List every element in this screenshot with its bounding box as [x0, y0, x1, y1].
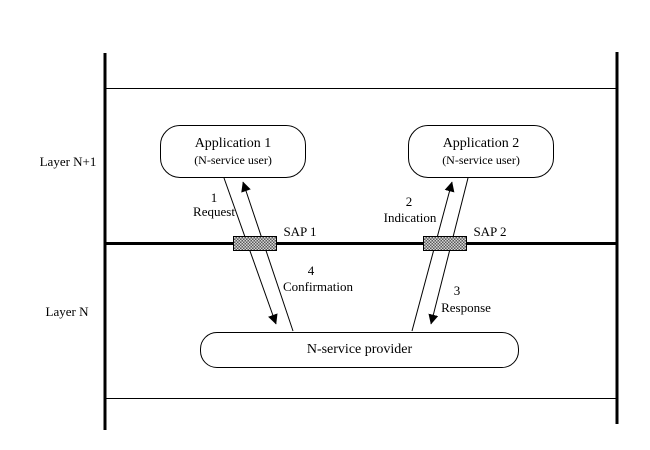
response-label: Response	[441, 300, 491, 315]
request-arrow	[223, 177, 278, 325]
sap1-label: SAP 1	[283, 224, 317, 239]
sap2-access-point	[423, 236, 467, 251]
confirmation-arrow	[241, 181, 294, 332]
layer-n-label: Layer N	[45, 304, 89, 319]
application-2-subtitle: (N-service user)	[442, 152, 520, 167]
application-1-subtitle: (N-service user)	[194, 152, 272, 167]
application-2-box: Application 2 (N-service user)	[408, 125, 554, 178]
response-number: 3	[453, 283, 461, 298]
confirmation-number: 4	[307, 263, 315, 278]
application-1-box: Application 1 (N-service user)	[160, 125, 306, 178]
indication-arrow	[411, 181, 455, 332]
n-service-provider-title: N-service provider	[306, 342, 413, 358]
request-number: 1	[210, 190, 218, 205]
indication-number: 2	[405, 194, 413, 209]
indication-label: Indication	[383, 210, 437, 225]
application-2-title: Application 2	[442, 136, 520, 152]
sap2-label: SAP 2	[473, 224, 507, 239]
request-label: Request	[193, 204, 235, 219]
confirmation-label: Confirmation	[282, 279, 354, 294]
sap1-access-point	[233, 236, 277, 251]
application-1-title: Application 1	[194, 136, 272, 152]
response-arrow	[428, 177, 469, 325]
n-service-provider-box: N-service provider	[200, 332, 519, 368]
layer-n-plus-1-label: Layer N+1	[39, 154, 97, 169]
